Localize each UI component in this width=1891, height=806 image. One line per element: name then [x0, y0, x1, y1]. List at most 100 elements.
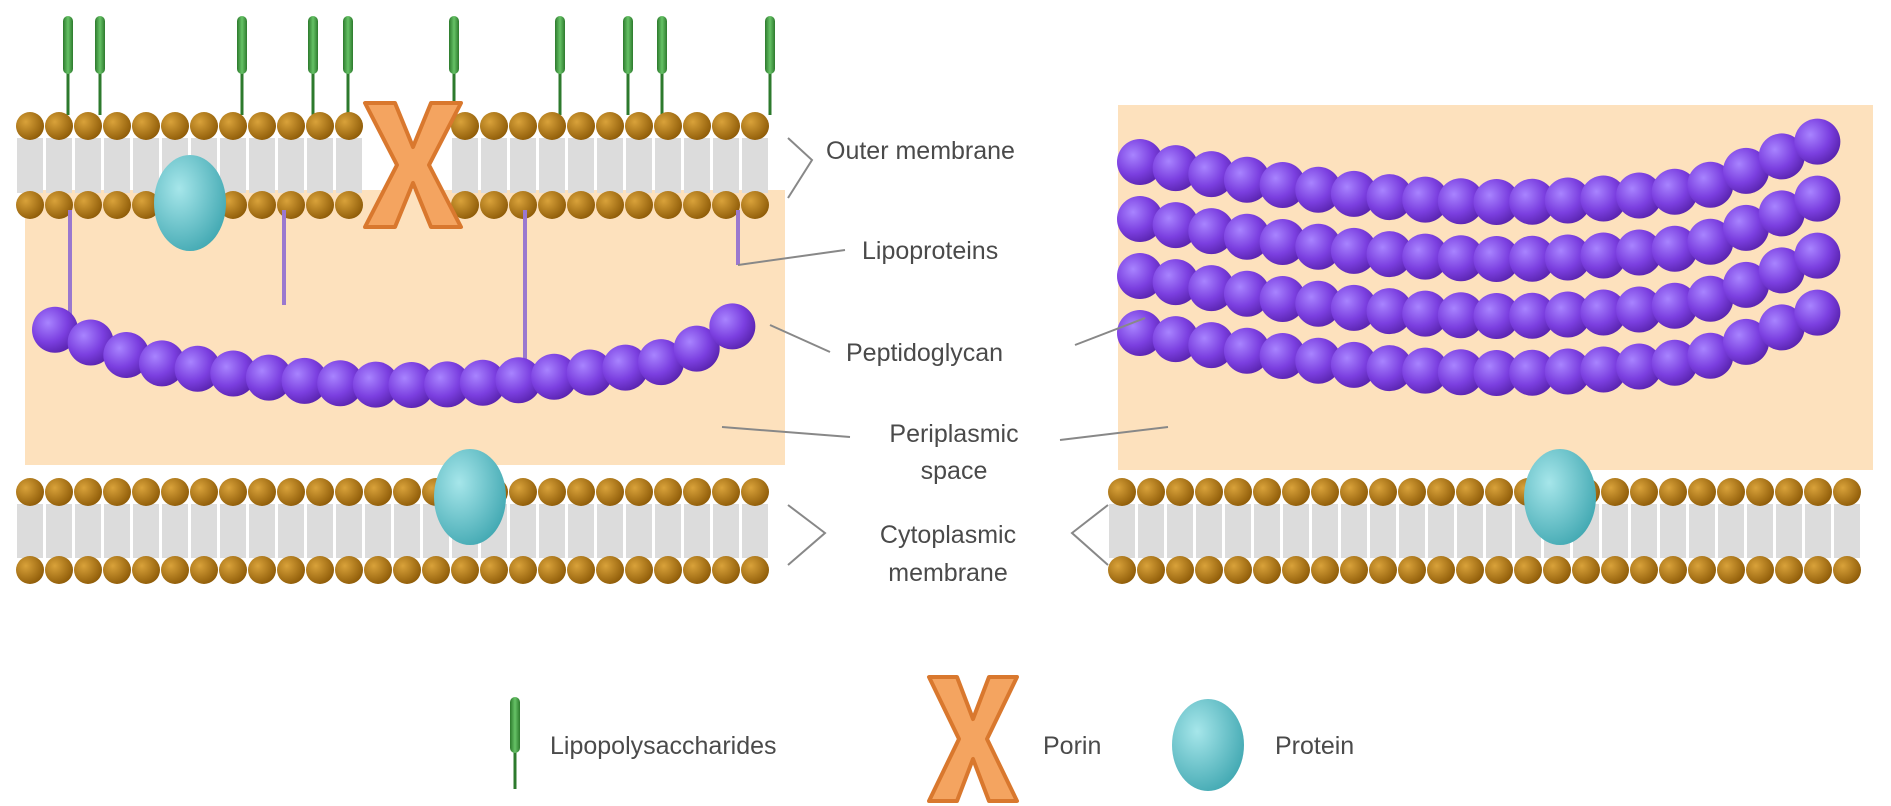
cytoplasmic-membrane-lipid — [1601, 478, 1629, 584]
outer-membrane-lipid — [335, 112, 363, 219]
outer-membrane-lipid — [712, 112, 740, 219]
cytoplasmic-membrane-lipid — [393, 478, 421, 584]
lipopolysaccharide — [95, 16, 105, 115]
cytoplasmic-membrane-lipid — [16, 478, 44, 584]
cytoplasmic-membrane-lipid — [190, 478, 218, 584]
cytoplasmic-membrane-lipid — [1485, 478, 1513, 584]
outer-membrane-bracket — [788, 138, 812, 198]
peptidoglycan-bead — [1794, 233, 1840, 279]
protein-legend-icon — [1172, 699, 1244, 791]
outer-membrane-lipid — [741, 112, 769, 219]
outer-membrane-lipid — [74, 112, 102, 219]
cytoplasmic-membrane-lipid — [1340, 478, 1368, 584]
lipoproteins-label: Lipoproteins — [862, 237, 998, 265]
cytoplasmic-membrane-lipid — [596, 478, 624, 584]
outer-membrane-lipid — [45, 112, 73, 219]
cytoplasmic-membrane-lipid — [1456, 478, 1484, 584]
cytoplasmic-membrane-lipid — [161, 478, 189, 584]
periplasmic-space-label-line2: space — [921, 457, 988, 485]
cytoplasmic-membrane-lipid — [1137, 478, 1165, 584]
cytoplasmic-membrane-lipid — [1833, 478, 1861, 584]
cytoplasmic-membrane-label-line2: membrane — [888, 559, 1008, 587]
protein-outer-membrane — [154, 155, 226, 251]
peptidoglycan-bead — [1794, 176, 1840, 222]
lipopolysaccharide — [237, 16, 247, 115]
outer-membrane-lipid — [654, 112, 682, 219]
cytoplasmic-membrane-lipid — [1804, 478, 1832, 584]
cytoplasmic-membrane-lipid — [1746, 478, 1774, 584]
cytoplasmic-membrane-lipid — [1427, 478, 1455, 584]
lipopolysaccharide — [449, 16, 459, 115]
legend: Lipopolysaccharides Porin Protein — [510, 677, 1354, 801]
cytoplasmic-membrane-lipid — [132, 478, 160, 584]
legend-lipopolysaccharides-label: Lipopolysaccharides — [550, 732, 777, 760]
cytoplasmic-membrane-lipid — [1688, 478, 1716, 584]
cytoplasmic-membrane-lipid — [1659, 478, 1687, 584]
periplasmic-space-label-line1: Periplasmic — [889, 420, 1018, 448]
cytoplasmic-membrane-lipid — [683, 478, 711, 584]
cytoplasmic-membrane-lipid — [277, 478, 305, 584]
gram-negative-periplasm — [25, 190, 785, 465]
legend-porin-label: Porin — [1043, 732, 1101, 760]
cytoplasmic-membrane-lipid — [1224, 478, 1252, 584]
cytoplasmic-bracket-left — [788, 505, 825, 565]
peptidoglycan-bead — [709, 303, 755, 349]
outer-membrane-lipid — [567, 112, 595, 219]
outer-membrane-lipid — [451, 112, 479, 219]
cytoplasmic-membrane-lipid — [741, 478, 769, 584]
cytoplasmic-bracket-right — [1072, 505, 1108, 565]
lipopolysaccharide-group — [63, 16, 775, 115]
cytoplasmic-membrane-lipid — [509, 478, 537, 584]
peptidoglycan-bead — [1794, 119, 1840, 165]
cytoplasmic-membrane-lipid — [1282, 478, 1310, 584]
cytoplasmic-membrane-lipid — [654, 478, 682, 584]
cytoplasmic-membrane-lipid — [1108, 478, 1136, 584]
lipopolysaccharide — [623, 16, 633, 115]
outer-membrane-lipid — [538, 112, 566, 219]
outer-membrane-label: Outer membrane — [826, 137, 1015, 165]
lipopolysaccharide-legend-icon — [510, 697, 520, 789]
outer-membrane-lipid — [248, 112, 276, 219]
cytoplasmic-membrane-left — [16, 478, 769, 584]
cytoplasmic-membrane-lipid — [712, 478, 740, 584]
cytoplasmic-membrane-lipid — [103, 478, 131, 584]
cytoplasmic-membrane-lipid — [625, 478, 653, 584]
outer-membrane-lipid — [277, 112, 305, 219]
cytoplasmic-membrane-lipid — [1253, 478, 1281, 584]
cytoplasmic-membrane-lipid — [1311, 478, 1339, 584]
protein-cytoplasmic-membrane-right — [1524, 449, 1596, 545]
cytoplasmic-membrane-lipid — [567, 478, 595, 584]
cytoplasmic-membrane-lipid — [364, 478, 392, 584]
protein-cytoplasmic-membrane-left — [434, 449, 506, 545]
legend-protein-label: Protein — [1275, 732, 1354, 760]
outer-membrane-lipid — [480, 112, 508, 219]
cytoplasmic-membrane-lipid — [1717, 478, 1745, 584]
peptidoglycan-bead — [1794, 290, 1840, 336]
lipopolysaccharide — [765, 16, 775, 115]
outer-membrane-lipid — [596, 112, 624, 219]
cytoplasmic-membrane-lipid — [1630, 478, 1658, 584]
lipopolysaccharide — [308, 16, 318, 115]
cytoplasmic-membrane-lipid — [219, 478, 247, 584]
porin-legend-icon — [929, 677, 1017, 801]
cytoplasmic-membrane-lipid — [45, 478, 73, 584]
lipopolysaccharide — [63, 16, 73, 115]
cytoplasmic-membrane-lipid — [538, 478, 566, 584]
lipopolysaccharide — [555, 16, 565, 115]
cytoplasmic-membrane-lipid — [306, 478, 334, 584]
outer-membrane-lipid — [103, 112, 131, 219]
outer-membrane-lipid — [625, 112, 653, 219]
cytoplasmic-membrane-lipid — [74, 478, 102, 584]
peptidoglycan-label: Peptidoglycan — [846, 339, 1003, 367]
cytoplasmic-membrane-lipid — [1398, 478, 1426, 584]
lipopolysaccharide — [343, 16, 353, 115]
outer-membrane-lipid — [306, 112, 334, 219]
cytoplasmic-membrane-lipid — [1195, 478, 1223, 584]
cytoplasmic-membrane-lipid — [1369, 478, 1397, 584]
cytoplasmic-membrane-lipid — [248, 478, 276, 584]
cytoplasmic-membrane-lipid — [335, 478, 363, 584]
outer-membrane-lipid — [16, 112, 44, 219]
outer-membrane-lipid — [683, 112, 711, 219]
cytoplasmic-membrane-label-line1: Cytoplasmic — [880, 521, 1016, 549]
